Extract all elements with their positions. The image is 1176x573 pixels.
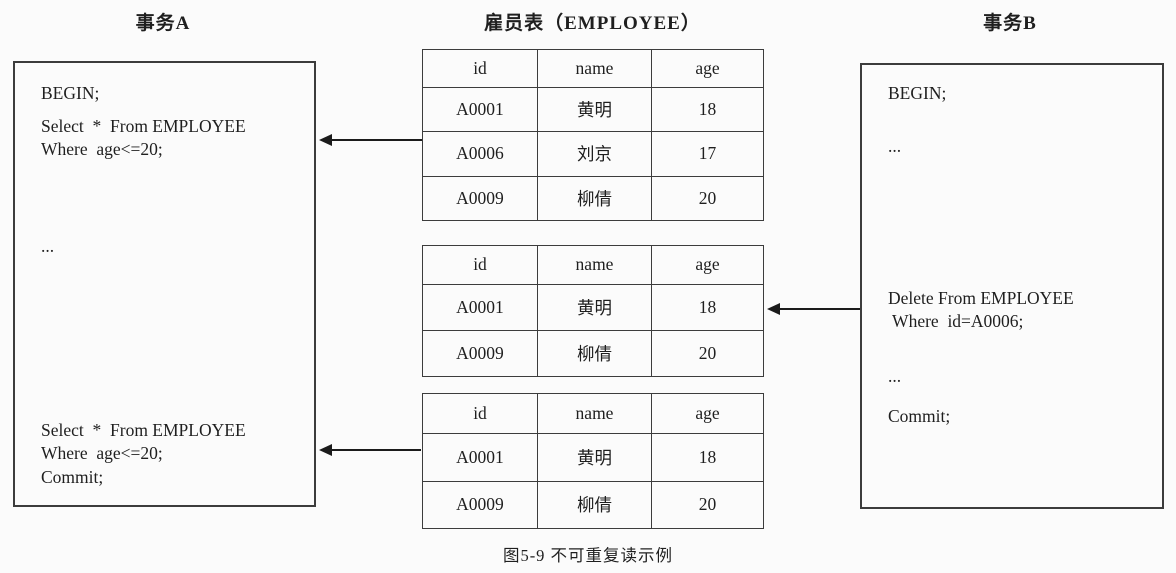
table-row: A0006 刘京 17 xyxy=(422,131,764,177)
txn-b-begin: BEGIN; xyxy=(888,83,947,103)
arrow-transaction-b-to-table2 xyxy=(767,303,860,315)
table-row: A0009 柳倩 20 xyxy=(422,329,764,378)
txn-b-commit: Commit; xyxy=(888,406,951,426)
txn-b-delete: Delete From EMPLOYEE xyxy=(888,288,1074,308)
table-row: A0001 黄明 18 xyxy=(422,433,764,482)
cell-name: 黄明 xyxy=(537,86,652,133)
cell-id: A0009 xyxy=(422,480,538,530)
txn-a-select2: Select * From EMPLOYEE xyxy=(41,420,246,440)
employee-table-snapshot-2: id name age A0001 黄明 18 A0009 柳倩 20 xyxy=(422,245,764,378)
table-row: A0009 柳倩 20 xyxy=(422,175,764,222)
cell-name: 柳倩 xyxy=(537,329,652,378)
cell-id: A0009 xyxy=(422,329,538,378)
txn-a-ellipsis: ... xyxy=(41,236,55,256)
transaction-a-title: 事务A xyxy=(135,13,191,34)
txn-a-select1: Select * From EMPLOYEE xyxy=(41,116,246,136)
cell-age: 20 xyxy=(651,480,764,530)
figure-caption: 图5-9 不可重复读示例 xyxy=(502,546,674,565)
cell-age: 18 xyxy=(651,433,764,482)
transaction-b-title: 事务B xyxy=(983,13,1037,34)
cell-id: A0001 xyxy=(422,433,538,482)
header-name: name xyxy=(537,392,652,435)
cell-id: A0001 xyxy=(422,86,538,133)
employee-table-snapshot-1: id name age A0001 黄明 18 A0006 刘京 17 A000… xyxy=(422,49,764,222)
cell-age: 17 xyxy=(651,131,764,177)
header-age: age xyxy=(651,392,764,435)
cell-age: 18 xyxy=(651,86,764,133)
cell-age: 18 xyxy=(651,283,764,331)
cell-name: 黄明 xyxy=(537,433,652,482)
cell-id: A0009 xyxy=(422,175,538,222)
header-age: age xyxy=(651,245,764,285)
table-header-row: id name age xyxy=(422,245,764,285)
header-name: name xyxy=(537,49,652,88)
txn-a-where1: Where age<=20; xyxy=(41,139,163,159)
cell-age: 20 xyxy=(651,175,764,222)
cell-age: 20 xyxy=(651,329,764,378)
cell-name: 柳倩 xyxy=(537,480,652,530)
table-row: A0001 黄明 18 xyxy=(422,86,764,133)
table-header-row: id name age xyxy=(422,392,764,435)
header-id: id xyxy=(422,392,538,435)
txn-a-where2: Where age<=20; xyxy=(41,443,163,463)
txn-b-ellipsis1: ... xyxy=(888,136,902,156)
txn-a-commit: Commit; xyxy=(41,467,104,487)
table-row: A0001 黄明 18 xyxy=(422,283,764,331)
cell-id: A0006 xyxy=(422,131,538,177)
cell-name: 刘京 xyxy=(537,131,652,177)
cell-name: 柳倩 xyxy=(537,175,652,222)
txn-b-ellipsis2: ... xyxy=(888,366,902,386)
table-row: A0009 柳倩 20 xyxy=(422,480,764,530)
header-age: age xyxy=(651,49,764,88)
header-id: id xyxy=(422,245,538,285)
cell-id: A0001 xyxy=(422,283,538,331)
employee-table-snapshot-3: id name age A0001 黄明 18 A0009 柳倩 20 xyxy=(422,392,764,530)
cell-name: 黄明 xyxy=(537,283,652,331)
txn-b-where: Where id=A0006; xyxy=(888,311,1024,331)
transaction-a-box: BEGIN; Select * From EMPLOYEE Where age<… xyxy=(13,61,316,507)
header-id: id xyxy=(422,49,538,88)
header-name: name xyxy=(537,245,652,285)
txn-a-begin: BEGIN; xyxy=(41,83,100,103)
arrow-table1-to-transaction-a xyxy=(319,134,422,146)
employee-table-title: 雇员表（EMPLOYEE） xyxy=(484,13,701,34)
arrow-table3-to-transaction-a xyxy=(319,444,421,456)
transaction-b-box: BEGIN; ... Delete From EMPLOYEE Where id… xyxy=(860,63,1164,509)
table-header-row: id name age xyxy=(422,49,764,88)
